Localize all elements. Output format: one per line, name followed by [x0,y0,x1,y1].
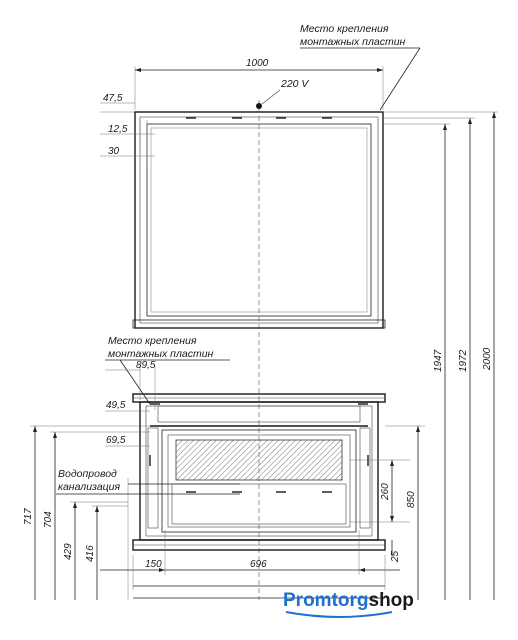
dim-429-label: 429 [63,543,74,560]
dim-2000-label: 2000 [482,347,493,371]
dim-704-label: 704 [43,511,54,528]
power-point-icon [256,103,262,109]
promtorgshop-logo: Promtorgshop [283,590,414,618]
dim-49-5-label: 49,5 [106,400,126,411]
cabinet [132,393,386,551]
logo-part-1: Promtorg [283,590,369,611]
dim-30-label: 30 [108,146,120,157]
dim-696-label: 696 [250,559,267,570]
dim-1947-label: 1947 [433,349,444,372]
dim-47-5-label: 47,5 [103,93,123,104]
bottom-width-dims: 150 696 [100,530,400,599]
water-note-line1: Водопровод [58,468,117,480]
mirror-left-dims: 47,5 12,5 30 [100,93,155,165]
dim-260-label: 260 [380,483,391,501]
cabinet-mount-note-line2: монтажных пластин [108,348,214,360]
svg-text:Promtorgshop: Promtorgshop [283,590,414,611]
mirror-mount-note: Место крепления монтажных пластин [300,23,421,111]
dim-69-5-label: 69,5 [106,435,126,446]
dim-717-label: 717 [23,508,34,525]
water-supply-note: Водопровод канализация [56,468,240,495]
dim-416-label: 416 [85,545,96,562]
dim-height-1972: 1972 [458,118,472,600]
sink-bowl [175,439,343,481]
floor-heights: 717 704 429 416 [23,425,150,600]
dim-12-5-label: 12,5 [108,124,128,135]
dim-height-2000: 2000 [482,112,496,600]
dim-89-5-label: 89,5 [136,360,156,371]
cabinet-mount-note-line1: Место крепления [108,335,197,347]
dim-width-1000: 1000 [134,58,384,110]
cabinet-left-dims: 89,5 49,5 69,5 [105,360,156,447]
cabinet-mount-note: Место крепления монтажных пластин [105,335,230,405]
logo-swoosh [285,611,393,618]
cabinet-right-dims: 260 850 25 [350,425,425,600]
dim-25-label: 25 [390,550,401,563]
mirror-mount-note-line1: Место крепления [300,23,389,35]
dim-1000-label: 1000 [246,58,269,69]
power-label: 220 V [280,78,309,90]
dim-850-label: 850 [406,491,417,508]
right-extension-lines [383,111,498,125]
logo-part-2: shop [369,590,414,611]
dim-150-label: 150 [145,559,162,570]
mirror-mount-note-line2: монтажных пластин [300,36,406,48]
dim-height-1947: 1947 [433,124,447,600]
water-note-line2: канализация [58,481,121,493]
dim-1972-label: 1972 [458,349,469,372]
